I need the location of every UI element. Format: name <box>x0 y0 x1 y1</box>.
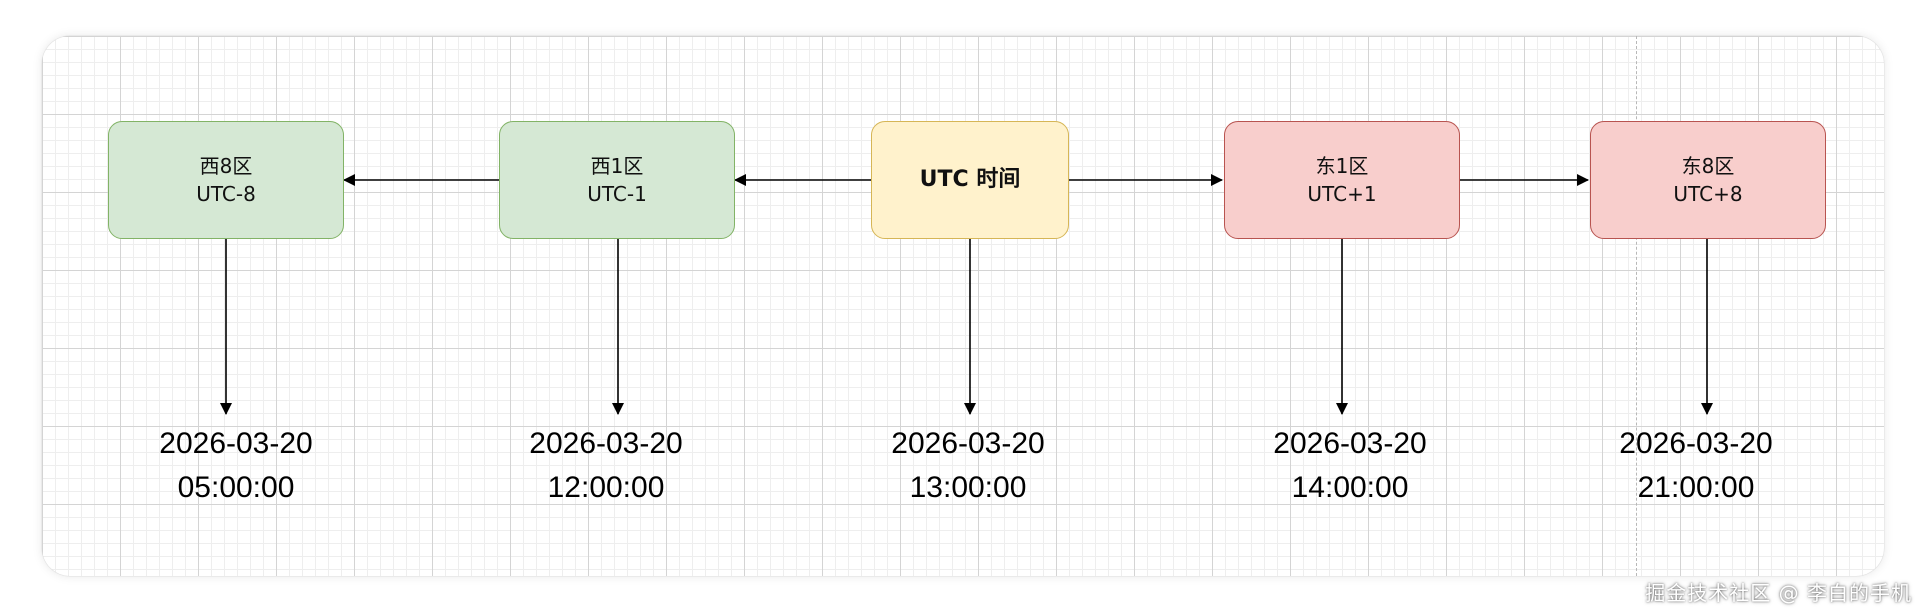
node-west8-offset: UTC-8 <box>196 182 256 206</box>
node-utc-label: UTC 时间 <box>919 167 1021 192</box>
time-label-utc: 2026-03-20 13:00:00 <box>838 422 1098 510</box>
time-utc-date: 2026-03-20 <box>891 427 1045 460</box>
node-east8-zone: 东8区 <box>1681 154 1735 178</box>
time-west8-date: 2026-03-20 <box>159 427 313 460</box>
time-label-west1: 2026-03-20 12:00:00 <box>476 422 736 510</box>
node-west8[interactable]: 西8区 UTC-8 <box>108 121 344 239</box>
node-east1-zone: 东1区 <box>1315 154 1369 178</box>
time-label-west8: 2026-03-20 05:00:00 <box>106 422 366 510</box>
time-west8-clock: 05:00:00 <box>177 471 295 504</box>
time-label-east1: 2026-03-20 14:00:00 <box>1220 422 1480 510</box>
time-east8-clock: 21:00:00 <box>1637 471 1755 504</box>
time-west1-date: 2026-03-20 <box>529 427 683 460</box>
node-east1[interactable]: 东1区 UTC+1 <box>1224 121 1460 239</box>
time-utc-clock: 13:00:00 <box>909 471 1027 504</box>
page-divider <box>1636 36 1637 576</box>
node-utc[interactable]: UTC 时间 <box>871 121 1069 239</box>
node-west1[interactable]: 西1区 UTC-1 <box>499 121 735 239</box>
time-east1-date: 2026-03-20 <box>1273 427 1427 460</box>
node-east1-offset: UTC+1 <box>1307 182 1377 206</box>
node-west1-offset: UTC-1 <box>587 182 647 206</box>
node-west1-zone: 西1区 <box>590 154 644 178</box>
time-east1-clock: 14:00:00 <box>1291 471 1409 504</box>
node-east8[interactable]: 东8区 UTC+8 <box>1590 121 1826 239</box>
time-east8-date: 2026-03-20 <box>1619 427 1773 460</box>
watermark: 掘金技术社区 @ 李白的手机 <box>1645 581 1912 605</box>
node-west8-zone: 西8区 <box>199 154 253 178</box>
node-east8-offset: UTC+8 <box>1673 182 1743 206</box>
time-west1-clock: 12:00:00 <box>547 471 665 504</box>
time-label-east8: 2026-03-20 21:00:00 <box>1566 422 1826 510</box>
